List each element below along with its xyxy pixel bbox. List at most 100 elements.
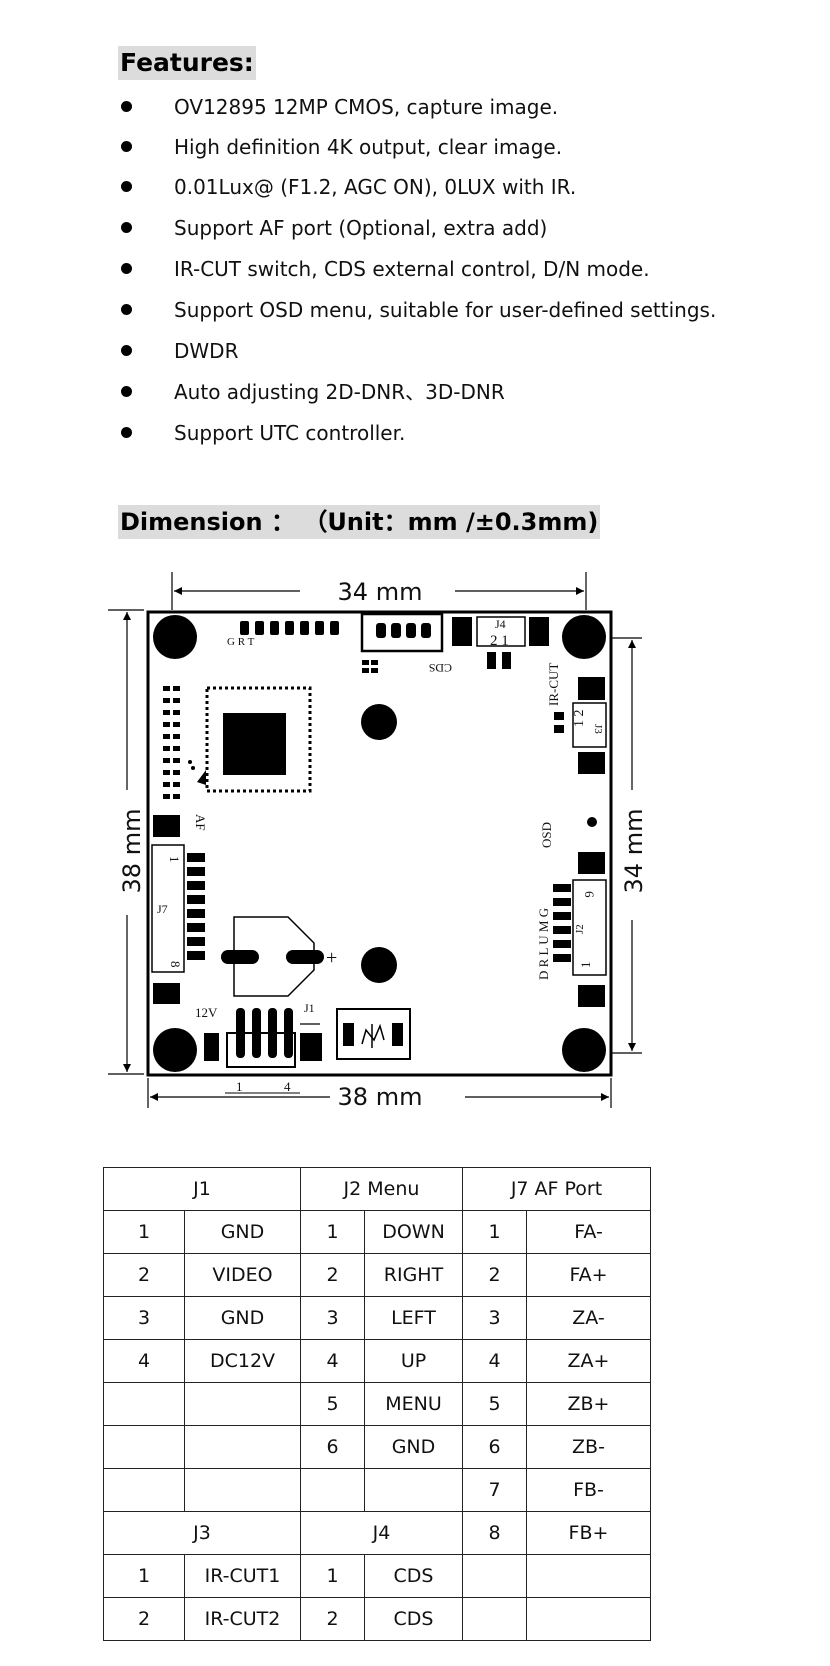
j4-connector	[476, 616, 526, 647]
table-cell: 2	[103, 1253, 185, 1297]
table-cell: RIGHT	[364, 1253, 463, 1297]
sensor-chip	[223, 713, 286, 775]
table-cell: 1	[103, 1554, 185, 1598]
bullet-icon	[121, 304, 132, 315]
table-cell: 1	[300, 1210, 365, 1254]
table-cell: 3	[462, 1296, 527, 1340]
table-cell: 6	[462, 1425, 527, 1469]
table-cell: VIDEO	[184, 1253, 301, 1297]
table-cell: DOWN	[364, 1210, 463, 1254]
header-j4: J4	[300, 1511, 463, 1555]
table-cell	[462, 1554, 527, 1598]
table-cell: FB-	[526, 1468, 651, 1512]
feature-item: IR-CUT switch, CDS external control, D/N…	[0, 252, 830, 292]
dimension-bottom-label: 38 mm	[338, 1083, 423, 1111]
mounting-hole	[562, 1028, 606, 1072]
table-cell: GND	[184, 1296, 301, 1340]
table-cell	[103, 1382, 185, 1426]
table-cell: 3	[300, 1296, 365, 1340]
feature-text: Support AF port (Optional, extra add)	[174, 216, 548, 240]
table-cell	[103, 1468, 185, 1512]
dimension-left-label: 38 mm	[118, 809, 146, 894]
table-cell	[526, 1597, 651, 1641]
plus-sign: +	[326, 947, 337, 969]
header-j2: J2 Menu	[300, 1167, 463, 1211]
sensor-chip-frame	[205, 686, 312, 793]
feature-text: OV12895 12MP CMOS, capture image.	[174, 95, 559, 119]
table-cell	[526, 1554, 651, 1598]
bullet-icon	[121, 263, 132, 274]
bullet-icon	[121, 345, 132, 356]
table-cell: 1	[300, 1554, 365, 1598]
lens-hole	[361, 704, 397, 740]
table-cell: FB+	[526, 1511, 651, 1555]
mounting-hole	[153, 615, 197, 659]
table-cell: 5	[462, 1382, 527, 1426]
features-heading: Features:	[118, 46, 256, 80]
table-cell	[364, 1468, 463, 1512]
table-cell: 3	[103, 1296, 185, 1340]
bullet-icon	[121, 101, 132, 112]
feature-text: Auto adjusting 2D-DNR、3D-DNR	[174, 380, 505, 404]
table-cell	[300, 1468, 365, 1512]
j7-connector	[151, 844, 185, 973]
j4-pad-left	[452, 617, 472, 646]
feature-item: 0.01Lux@ (F1.2, AGC ON), 0LUX with IR.	[0, 170, 830, 210]
af-label: AF	[193, 814, 208, 831]
ircut-label: IR-CUT	[546, 663, 561, 706]
j7-pads	[187, 853, 205, 960]
dimension-top	[171, 572, 587, 610]
header-j7: J7 AF Port	[462, 1167, 651, 1211]
table-cell: LEFT	[364, 1296, 463, 1340]
table-cell: 2	[300, 1253, 365, 1297]
osd-label: OSD	[539, 822, 554, 848]
table-cell: IR-CUT1	[184, 1554, 301, 1598]
mounting-hole	[153, 1028, 197, 1072]
j4-pins: 2 1	[490, 633, 509, 649]
feature-text: Support OSD menu, suitable for user-defi…	[174, 298, 717, 322]
left-smd-column	[163, 686, 180, 799]
table-cell	[462, 1597, 527, 1641]
table-cell: DC12V	[184, 1339, 301, 1383]
table-cell: 7	[462, 1468, 527, 1512]
bullet-icon	[121, 181, 132, 192]
feature-item: DWDR	[0, 334, 830, 374]
table-cell: CDS	[364, 1597, 463, 1641]
drlumg-label: D R L U M G	[536, 908, 551, 980]
table-cell: IR-CUT2	[184, 1597, 301, 1641]
table-cell: 2	[300, 1597, 365, 1641]
dimension-heading: Dimension ： （Unit：mm /±0.3mm)	[118, 505, 601, 539]
table-cell: ZB+	[526, 1382, 651, 1426]
table-cell: 1	[462, 1210, 527, 1254]
bullet-icon	[121, 222, 132, 233]
grt-label: G R T	[227, 636, 255, 648]
table-cell	[184, 1425, 301, 1469]
table-cell: UP	[364, 1339, 463, 1383]
j7-pin8: 8	[168, 961, 183, 968]
table-cell: ZB-	[526, 1425, 651, 1469]
table-cell: 4	[103, 1339, 185, 1383]
j7-pin1: 1	[167, 856, 182, 863]
feature-item: Support OSD menu, suitable for user-defi…	[0, 293, 830, 333]
j1-pin4: 4	[284, 1079, 291, 1094]
table-cell: FA-	[526, 1210, 651, 1254]
table-cell: 2	[462, 1253, 527, 1297]
j2-pin1: 1	[578, 962, 593, 969]
table-cell: ZA-	[526, 1296, 651, 1340]
j3-label: J3	[592, 724, 604, 734]
top-pin-header	[240, 621, 339, 635]
12v-label: 12V	[195, 1005, 218, 1020]
connector-pins	[376, 623, 431, 638]
dimension-bottom	[147, 1078, 612, 1108]
table-cell: 1	[103, 1210, 185, 1254]
table-cell: GND	[364, 1425, 463, 1469]
dot	[587, 817, 597, 827]
feature-item: High definition 4K output, clear image.	[0, 130, 830, 170]
feature-item: Support UTC controller.	[0, 416, 830, 456]
